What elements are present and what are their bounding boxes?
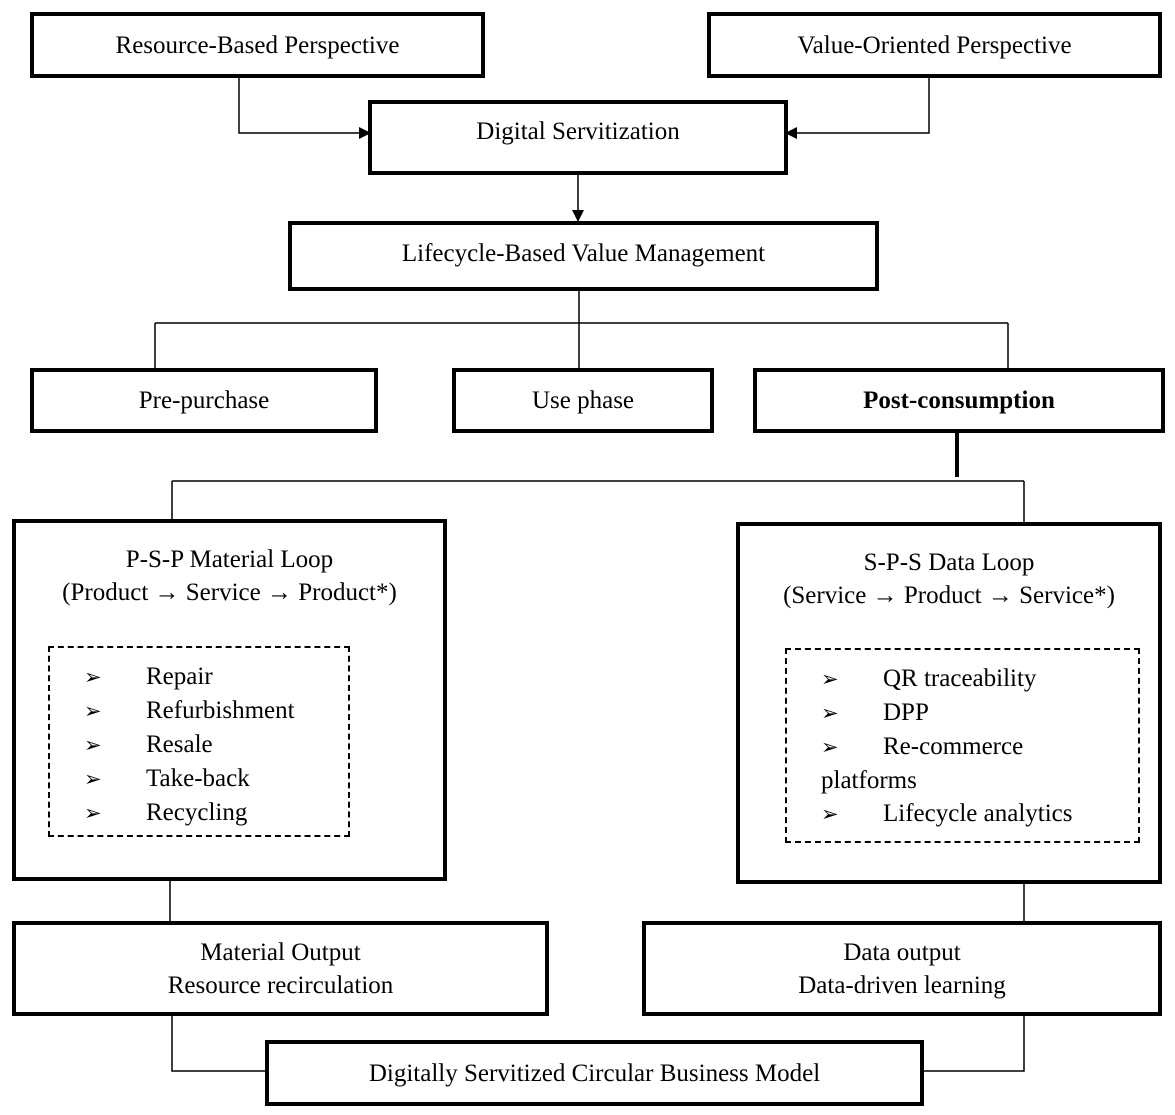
sps-loop-subtitle: (Service → Product → Service*) — [783, 582, 1115, 609]
lifecycle-value-management-label: Lifecycle-Based Value Management — [401, 240, 766, 267]
final-model-label: Digitally Servitized Circular Business M… — [368, 1059, 821, 1087]
material-output-title: Material Output — [200, 938, 361, 966]
value-oriented-perspective-box: Value-Oriented Perspective — [707, 12, 1162, 78]
data-output-box: Data output Data-driven learning — [642, 921, 1162, 1016]
arrowhead-bullet-icon: ➢ — [84, 665, 102, 689]
psp-loop-title: P-S-P Material Loop — [125, 546, 334, 573]
list-item: ➢Refurbishment — [50, 694, 348, 728]
post-consumption-label: Post-consumption — [863, 387, 1055, 414]
sps-activities-list: ➢QR traceability ➢DPP ➢Re-commerce platf… — [785, 648, 1140, 843]
arrowhead-bullet-icon: ➢ — [821, 802, 839, 826]
data-output-title: Data output — [843, 938, 961, 966]
pre-purchase-box: Pre-purchase — [30, 368, 378, 433]
arrowhead-bullet-icon: ➢ — [84, 699, 102, 723]
arrowhead-bullet-icon: ➢ — [821, 735, 839, 759]
arrow-resource-to-servitization — [238, 78, 371, 139]
value-oriented-perspective-label: Value-Oriented Perspective — [797, 31, 1072, 59]
digital-servitization-label: Digital Servitization — [476, 118, 680, 145]
use-phase-label: Use phase — [531, 387, 635, 414]
lifecycle-value-management-box: Lifecycle-Based Value Management — [288, 221, 879, 291]
psp-activities-list: ➢Repair ➢Refurbishment ➢Resale ➢Take-bac… — [48, 646, 350, 837]
connector-material-to-model — [171, 1015, 267, 1072]
material-output-box: Material Output Resource recirculation — [12, 921, 549, 1016]
data-output-subtitle: Data-driven learning — [798, 971, 1006, 999]
connector-data-to-model — [922, 1015, 1025, 1072]
sps-loop-title: S-P-S Data Loop — [863, 549, 1035, 576]
psp-loop-subtitle: (Product → Service → Product*) — [62, 579, 397, 606]
arrowhead-bullet-icon: ➢ — [84, 801, 102, 825]
list-item-continuation: platforms — [821, 767, 917, 794]
list-item: ➢Repair — [50, 660, 348, 694]
arrowhead-bullet-icon: ➢ — [84, 733, 102, 757]
material-output-subtitle: Resource recirculation — [167, 971, 394, 999]
resource-based-perspective-label: Resource-Based Perspective — [115, 31, 400, 59]
list-item: ➢Resale — [50, 728, 348, 762]
arrowhead-bullet-icon: ➢ — [821, 667, 839, 691]
pre-purchase-label: Pre-purchase — [138, 387, 270, 414]
list-item: ➢Recycling — [50, 796, 348, 830]
list-item: ➢Re-commerce — [787, 730, 1138, 764]
arrow-value-to-servitization — [785, 78, 930, 139]
list-item: ➢Lifecycle analytics — [787, 797, 1138, 831]
resource-based-perspective-box: Resource-Based Perspective — [30, 12, 485, 78]
list-item: ➢DPP — [787, 696, 1138, 730]
use-phase-box: Use phase — [452, 368, 714, 433]
list-item: ➢Take-back — [50, 762, 348, 796]
arrowhead-bullet-icon: ➢ — [84, 767, 102, 791]
post-consumption-box: Post-consumption — [753, 368, 1165, 433]
digital-servitization-box: Digital Servitization — [368, 100, 788, 175]
digitally-servitized-circular-business-model-box: Digitally Servitized Circular Business M… — [265, 1040, 924, 1106]
list-item: ➢QR traceability — [787, 662, 1138, 696]
arrowhead-bullet-icon: ➢ — [821, 701, 839, 725]
